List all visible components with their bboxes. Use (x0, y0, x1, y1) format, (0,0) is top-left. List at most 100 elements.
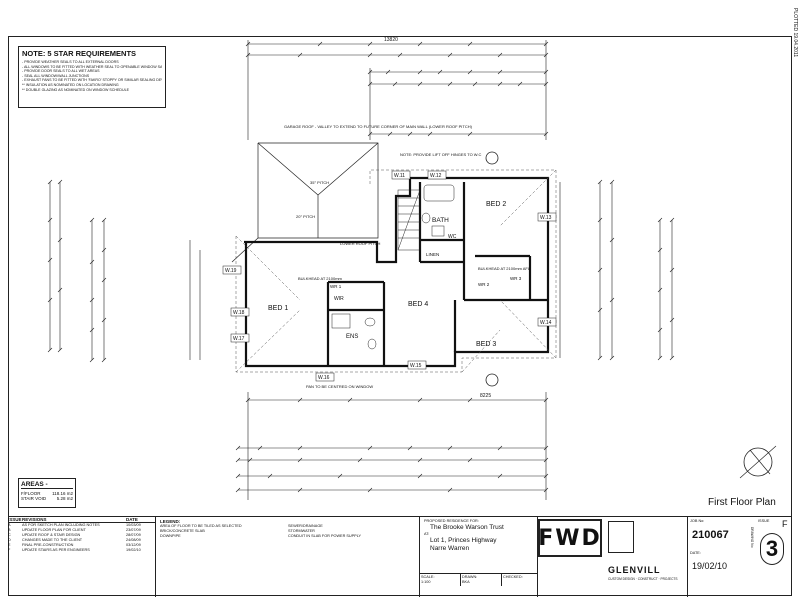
job-number: 210067 (692, 529, 729, 541)
legend-item: BRICK/CONCRETE SLAB (160, 529, 205, 533)
note-line: ** DOUBLE GLAZING AS NOMINATED ON WINDOW… (22, 87, 129, 92)
window-label: W.18 (233, 310, 245, 316)
areas-table: AREAS - F/FLOOR 118.16 m2 STAIR VOID 5.2… (18, 478, 76, 508)
bulkhead-note-2: BULKHEAD AT 2100mm AFL (478, 266, 531, 271)
window-label: W.17 (233, 336, 245, 342)
scale-label: SCALE: (421, 575, 435, 579)
note-line: - ALL WINDOWS TO BE FITTED WITH WEATHER … (22, 64, 162, 69)
window-labels: W.11 W.12 W.13 W.14 W.15 W.16 W.17 W.18 … (222, 170, 557, 382)
pitch-note: 35° PITCH (310, 180, 329, 185)
garage-roof-note: GARAGE ROOF - VALLEY TO EXTEND TO FUTURE… (284, 124, 473, 129)
floor-plan: W.11 W.12 W.13 W.14 W.15 W.16 W.17 W.18 … (47, 37, 777, 500)
date-header: DATE (126, 517, 138, 522)
at-label: AT: (424, 532, 430, 536)
revision-date: 28/07/09 (126, 533, 141, 537)
window-label: W.16 (318, 375, 330, 381)
room-label-wr2: WR 2 (478, 282, 490, 287)
revision-desc: UPDATE FLOOR PLAN FOR CLIENT (22, 528, 86, 532)
revision-issue: D (8, 538, 11, 542)
legend-item: DOWNPIPE (160, 534, 181, 538)
room-label-bed3: BED 3 (476, 341, 496, 348)
lift-off-note: NOTE: PROVIDE LIFT OFF HINGES TO W.C (400, 152, 481, 157)
glenvill-emblem-icon (608, 521, 634, 553)
legend: LEGEND: AREA OF FLOOR TO BE TILED AS SEL… (156, 517, 420, 597)
revision-row: B UPDATE FLOOR PLAN FOR CLIENT 23/07/09 (8, 528, 155, 533)
issue-label: ISSUE (758, 519, 770, 523)
bulkhead-note: BULKHEAD AT 2100mm (298, 276, 343, 281)
room-label-linen: LINEN (426, 252, 439, 257)
company-tagline: CUSTOM DESIGN · CONSTRUCT · PROJECTS (608, 577, 678, 581)
revision-date: 23/07/09 (126, 528, 141, 532)
scale-value: 1:100 (421, 580, 431, 584)
annotations: GARAGE ROOF - VALLEY TO EXTEND TO FUTURE… (284, 37, 531, 399)
window-label: W.13 (540, 215, 552, 221)
issue-header: ISSUE (8, 517, 22, 522)
revision-desc: CHANGES MADE TO THE CLIENT (22, 538, 83, 542)
revision-issue: F (8, 548, 11, 552)
revision-desc: AS FOR SKETCH PLAN INCLUDING NOTES (22, 523, 100, 527)
revision-row: A AS FOR SKETCH PLAN INCLUDING NOTES 10/… (8, 523, 155, 528)
issue-value: F (782, 519, 788, 529)
date-label: DATE: (690, 551, 701, 555)
window-label: W.19 (225, 268, 237, 274)
revision-desc: FINAL PRE-CONSTRUCTION (22, 543, 74, 547)
revision-issue: C (8, 533, 11, 537)
address-line-1: Lot 1, Princes Highway (430, 537, 497, 544)
bottom-dimension: 8225 (480, 393, 491, 399)
room-label-bath: BATH (432, 217, 449, 224)
note-line: ** INSULATION AS NOMINATED ON LOCATION D… (22, 82, 119, 87)
project-info: PROPOSED RESIDENCE FOR: The Brooke Warso… (420, 517, 538, 597)
room-label-wc: WC (448, 234, 457, 240)
revision-issue: B (8, 528, 11, 532)
room-label-bed4: BED 4 (408, 301, 428, 308)
legend-item: AREA OF FLOOR TO BE TILED AS SELECTED (160, 524, 242, 528)
area-label: F/FLOOR (21, 491, 41, 496)
revisions-table: ISSUE REVISIONS DATE A AS FOR SKETCH PLA… (8, 517, 156, 597)
legend-item: CONDUIT IN SLAB FOR POWER SUPPLY (288, 534, 362, 538)
legend-item: STORMWATER (288, 529, 315, 533)
area-row: F/FLOOR 118.16 m2 (21, 491, 73, 496)
area-label: STAIR VOID (21, 496, 47, 501)
client-name: The Brooke Warson Trust (430, 524, 504, 531)
revisions-header: REVISIONS (22, 517, 47, 522)
logos: FWD GLENVILL CUSTOM DESIGN · CONSTRUCT ·… (538, 517, 688, 597)
revision-desc: UPDATE ROOF & STAIR DESIGN (22, 533, 81, 537)
room-label-bed1: BED 1 (268, 305, 288, 312)
area-value: 5.28 m2 (56, 496, 73, 501)
plan-title: First Floor Plan (708, 497, 776, 508)
star-requirements-notes: NOTE: 5 STAR REQUIREMENTS - PROVIDE WEAT… (18, 46, 166, 108)
window-label: W.15 (410, 363, 422, 369)
drawing-label: DRAWING No: (750, 527, 754, 549)
title-block: ISSUE REVISIONS DATE A AS FOR SKETCH PLA… (8, 516, 792, 597)
revision-issue: A (8, 523, 11, 527)
company-name: GLENVILL (608, 565, 661, 575)
lower-roof-note: LOWER ROOF PITCH (340, 241, 381, 246)
areas-title: AREAS - (21, 481, 73, 489)
area-value: 118.16 m2 (52, 491, 73, 496)
revision-row: D CHANGES MADE TO THE CLIENT 24/08/09 (8, 538, 155, 543)
checked-label: CHECKED: (503, 575, 523, 579)
job-info: JOB No: 210067 DATE: 19/02/10 ISSUE F DR… (688, 517, 792, 597)
plot-note: PLOTTED 19.04.2011 (792, 8, 798, 58)
note-line: - PROVIDE WEATHER SEALS TO ALL EXTERNAL … (22, 60, 119, 64)
room-label-ens: ENS (346, 334, 358, 340)
date-value: 19/02/10 (692, 561, 728, 571)
room-labels: BED 1 BED 2 BED 3 BED 4 BATH ENS WIR WC … (268, 201, 522, 348)
drawing-frame (8, 36, 792, 596)
fwd-logo: FWD (538, 519, 602, 557)
room-label-wir: WIR (334, 296, 344, 302)
revision-row: C UPDATE ROOF & STAIR DESIGN 28/07/09 (8, 533, 155, 538)
room-label-bed2: BED 2 (486, 201, 506, 208)
note-line: - EXHAUST FANS TO BE FITTED WITH 'FAKRO'… (22, 78, 162, 83)
drawn-label: DRAWN: (462, 575, 478, 579)
pan-note: PAN TO BE CENTRED ON WINDOW (306, 384, 373, 389)
notes-title: NOTE: 5 STAR REQUIREMENTS (22, 49, 137, 58)
window-label: W.11 (394, 173, 405, 179)
revision-date: 03/12/09 (126, 543, 141, 547)
revision-date: 24/08/09 (126, 538, 141, 542)
pitch-note-2: 20° PITCH (296, 214, 315, 219)
revision-issue: E (8, 543, 11, 547)
revision-desc: UPDATE STAIRS AS PER ENGINEERS (22, 548, 90, 552)
proposed-label: PROPOSED RESIDENCE FOR: (424, 519, 479, 523)
note-line: - PROVIDE DOOR SEALS TO ALL WET AREAS (22, 69, 100, 74)
